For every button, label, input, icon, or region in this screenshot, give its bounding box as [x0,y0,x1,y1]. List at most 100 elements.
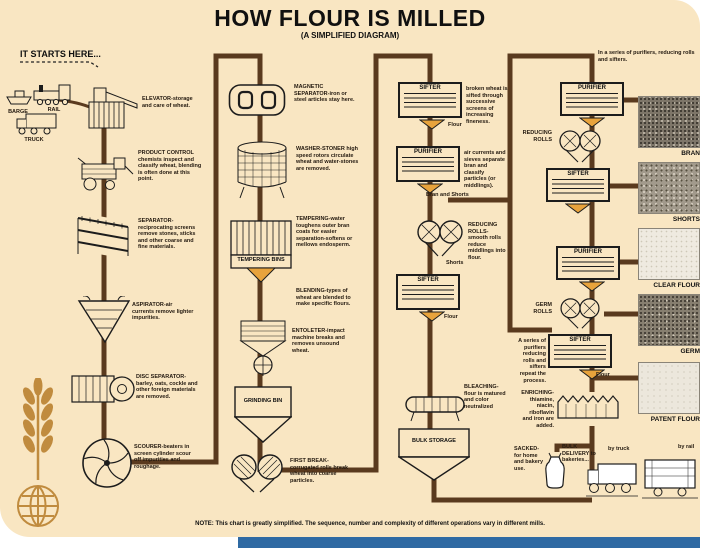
footer-note: NOTE: This chart is greatly simplified. … [195,521,545,527]
product-control-icon [74,146,136,194]
sifter-4-box: SIFTER [548,334,612,368]
rail-label: RAIL [47,107,61,113]
bleaching-label: BLEACHING-flour is matured and color neu… [464,384,506,410]
sifter-1-note: broken wheat is sifted through successiv… [466,86,508,125]
sifter-2-screens [402,285,454,302]
product-control-label: PRODUCT CONTROL chemists inspect and cla… [138,150,202,183]
grinding-bin-label: GRINDING BIN [243,398,283,404]
elevator-label: ELEVATOR-storage and care of wheat. [142,96,193,109]
tempering-bins-icon: TEMPERING BINS [230,220,292,286]
purifier-1-box: PURIFIER [560,82,624,116]
bran-and-shorts-label: Bran and Shorts [426,192,469,198]
by-rail-label: by rail [678,444,695,450]
sifter-3-title: SIFTER [567,171,589,177]
first-break-label: FIRST BREAK-corrugated rolls break wheat… [290,458,349,484]
disc-separator-label: DISC SEPARATOR-barley, oats, cockle and … [136,374,198,400]
truck-label: TRUCK [24,137,44,143]
enriching-icon [556,390,620,426]
first-break-rolls-icon [228,452,286,498]
clear-flour-label: CLEAR FLOUR [653,282,700,289]
magnetic-separator-label: MAGNETIC SEPARATOR-iron or steel article… [294,84,355,104]
sifter-4-screens [554,345,606,360]
sifter-2-funnel-icon [418,309,446,322]
purifier-1-title: PURIFIER [577,85,606,91]
sacked-label: SACKED-for home and bakery use. [514,446,544,472]
separator-icon [72,210,136,262]
sifter-4-funnel-icon [578,367,606,380]
sifter-screens [404,93,456,110]
flour-label-2: Flour [444,314,458,320]
purifier-2-screens [562,257,614,272]
blending-label: BLENDING-types of wheat are blended to m… [296,288,351,308]
purifier-2-box: PURIFIER [556,246,620,280]
purifier-1-funnel-icon [578,115,606,128]
accent-bar [238,537,700,548]
shorts-label-product: SHORTS [672,216,700,223]
patent-flour-swatch [638,362,700,414]
diagram-card: HOW FLOUR IS MILLED (A SIMPLIFIED DIAGRA… [0,0,700,537]
separator-label: SEPARATOR-reciprocating screens remove s… [138,218,196,251]
start-label: IT STARTS HERE... [20,49,101,59]
purifier-2-title: PURIFIER [573,249,602,255]
purifier-funnel-icon [416,181,444,194]
barge-icon [6,88,32,108]
shorts-swatch [638,162,700,214]
entoleter-icon [238,320,288,378]
reducing-rolls-2-icon [556,128,604,166]
sifter-3-box: SIFTER [546,168,610,202]
bran-label: BRAN [681,150,700,157]
washer-stoner-label: WASHER-STONER high speed rotors circulat… [296,146,359,172]
series-intro-note: In a series of purifiers, reducing rolls… [598,50,695,63]
reducing-rolls-2-label: REDUCING ROLLS [522,130,552,143]
purifier-note: air currents and sieves separate bran an… [464,150,506,189]
purifier-2-funnel-icon [578,279,606,292]
tempering-label: TEMPERING-water toughens outer bran coat… [296,216,353,249]
flour-label-3: Flour [596,372,610,378]
sifter-3-funnel-icon [564,201,592,214]
reducing-rolls-note: REDUCING ROLLS-smooth rolls reduce middl… [468,222,506,261]
entoleter-label: ENTOLETER-impact machine breaks and remo… [292,328,345,354]
patent-flour-label: PATENT FLOUR [650,416,700,423]
aspirator-icon [76,295,132,346]
repeat-series-note: A series of purifiers reducing rolls and… [518,338,546,384]
rail-boxcar-icon [642,452,698,500]
tempering-bins-label: TEMPERING BINS [237,257,285,263]
sifter-4-title: SIFTER [569,337,591,343]
purifier-screens [402,157,454,174]
aspirator-label: ASPIRATOR-air currents remove lighter im… [132,302,194,322]
shorts-label: Shorts [446,260,464,266]
rail-icon [32,82,74,106]
page-subtitle: (A SIMPLIFIED DIAGRAM) [300,31,400,40]
bulk-storage-label: BULK STORAGE [412,438,456,444]
germ-label: GERM [680,348,701,355]
bleaching-icon [404,388,466,424]
sifter-1-title: SIFTER [419,85,441,91]
bulk-storage-icon: BULK STORAGE [396,428,472,482]
sifter-2-title: SIFTER [417,277,439,283]
elevator-icon [88,86,140,130]
wheat-logo-icon [8,376,68,533]
germ-rolls-icon [556,296,604,332]
scourer-label: SCOURER-beaters in screen cylinder scour… [134,444,191,470]
page-title: HOW FLOUR IS MILLED [214,5,486,31]
enriching-label: ENRICHING-thiamine, niacin, riboflavin a… [521,390,554,429]
flour-sack-icon [542,452,568,490]
truck-icon [14,112,58,136]
germ-swatch [638,294,700,346]
by-truck-label: by truck [608,446,630,452]
clear-flour-swatch [638,228,700,280]
germ-rolls-label: GERM ROLLS [533,302,552,315]
sifter-2-box: SIFTER [396,274,460,310]
scourer-icon [80,436,134,490]
bran-swatch [638,96,700,148]
flour-label-1: Flour [448,122,462,128]
start-arrow [20,61,99,68]
reducing-rolls-icon [414,218,466,260]
purifier-1-screens [566,93,618,108]
sifter-1-funnel-icon [418,117,446,130]
purifier-box: PURIFIER [396,146,460,182]
grinding-bin-icon: GRINDING BIN [233,386,293,444]
bulk-delivery-label: BULK DELIVERY to bakeries... [562,444,596,464]
magnetic-separator-icon [228,80,286,120]
sifter-1-box: SIFTER [398,82,462,118]
